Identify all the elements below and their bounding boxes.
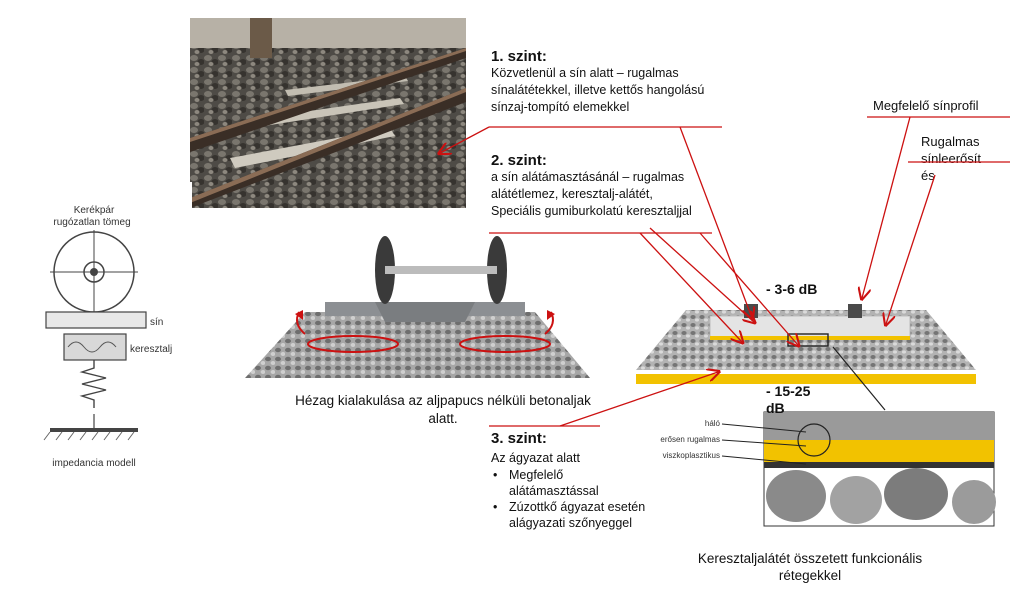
rail-profile-label: Megfelelő sínprofil bbox=[873, 98, 979, 113]
wheel-label-2: rugózatlan tömeg bbox=[53, 217, 130, 228]
level2-line-2: alátétlemez, keresztalj-alátét, bbox=[491, 186, 741, 203]
level3-bullet-1: • Megfelelő alátámasztással bbox=[491, 467, 681, 499]
db-label-bottom-b: dB bbox=[766, 400, 785, 416]
level3-title: 3. szint: bbox=[491, 430, 681, 447]
rail-label: sín bbox=[150, 317, 163, 328]
layers-inset: háló erősen rugalmas viszkoplasztikus bbox=[636, 410, 996, 528]
bottom-caption: Keresztaljalátét összetett funkcionális … bbox=[660, 550, 960, 584]
level1-block: 1. szint: Közvetlenül a sín alatt – ruga… bbox=[491, 48, 741, 116]
fastening-label: Rugalmas sínleerősít és bbox=[921, 133, 981, 184]
impedance-model-diagram: Kerékpár rugózatlan tömeg sín keresztalj… bbox=[30, 182, 192, 480]
sleeper-label: keresztalj bbox=[130, 344, 172, 355]
db-label-bottom-a: - 15-25 bbox=[766, 383, 810, 399]
model-label: impedancia modell bbox=[52, 458, 135, 469]
track-photo bbox=[190, 18, 466, 208]
level2-title: 2. szint: bbox=[491, 152, 741, 169]
level1-line-3: sínzaj-tompító elemekkel bbox=[491, 99, 741, 116]
level1-title: 1. szint: bbox=[491, 48, 741, 65]
level2-line-3: Speciális gumiburkolatú keresztaljjal bbox=[491, 203, 741, 220]
gap-caption: Hézag kialakulása az aljpapucs nélküli b… bbox=[258, 392, 628, 428]
layer-label-mesh: háló bbox=[705, 419, 721, 428]
track-cross-section bbox=[636, 290, 976, 386]
db-label-top: - 3-6 dB bbox=[766, 281, 817, 297]
wheelset-ballast-illustration bbox=[245, 230, 590, 390]
level3-bullet-2: • Zúzottkő ágyazat esetén alágyazati sző… bbox=[491, 499, 681, 531]
level1-line-2: sínalátétekkel, illetve kettős hangolású bbox=[491, 82, 741, 99]
level3-block: 3. szint: Az ágyazat alatt • Megfelelő a… bbox=[491, 430, 681, 531]
level3-intro: Az ágyazat alatt bbox=[491, 450, 681, 467]
level1-line-1: Közvetlenül a sín alatt – rugalmas bbox=[491, 65, 741, 82]
level2-block: 2. szint: a sín alátámasztásánál – rugal… bbox=[491, 152, 741, 220]
level2-line-1: a sín alátámasztásánál – rugalmas bbox=[491, 169, 741, 186]
wheel-label-1: Kerékpár bbox=[74, 205, 115, 216]
